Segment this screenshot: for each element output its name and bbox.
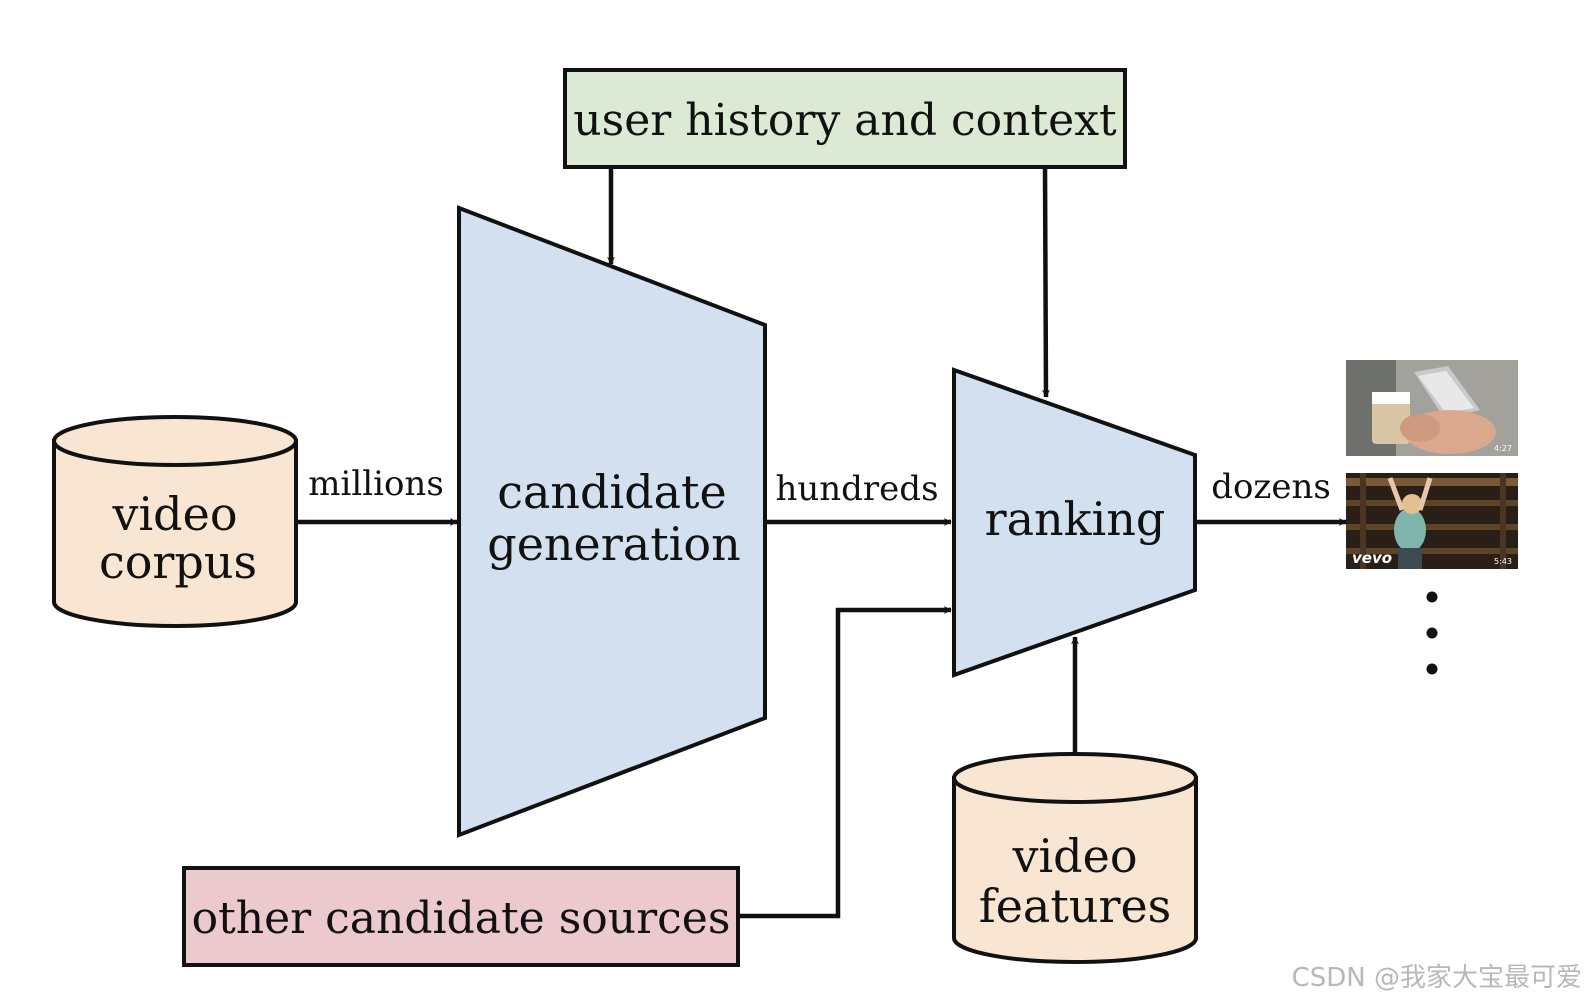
edge-label-millions: millions bbox=[308, 464, 444, 504]
video-features-database: video features bbox=[952, 752, 1198, 964]
video-corpus-label-line1: video bbox=[111, 487, 237, 541]
ranking-label: ranking bbox=[985, 492, 1166, 546]
video-corpus-database: video corpus bbox=[52, 415, 298, 628]
ranking-node: ranking bbox=[952, 367, 1197, 678]
user-history-label: user history and context bbox=[573, 95, 1117, 146]
other-candidate-sources-box: other candidate sources bbox=[182, 866, 740, 967]
edge-label-dozens: dozens bbox=[1211, 467, 1331, 507]
arrow-other-sources-to-ranking bbox=[738, 606, 952, 919]
vevo-logo: vevo bbox=[1352, 549, 1392, 567]
user-history-box: user history and context bbox=[563, 68, 1127, 169]
video-features-label-line1: video bbox=[1011, 829, 1137, 883]
music-video-thumbnail: vevo 5:43 bbox=[1346, 473, 1518, 569]
video-corpus-label-line2: corpus bbox=[99, 535, 257, 589]
edge-label-hundreds: hundreds bbox=[775, 469, 938, 509]
music-video-duration: 5:43 bbox=[1494, 557, 1512, 566]
candidate-generation-label-line2: generation bbox=[487, 517, 740, 571]
other-candidate-sources-label: other candidate sources bbox=[192, 893, 731, 944]
video-features-label-line2: features bbox=[979, 879, 1172, 933]
arrow-history-to-ranking bbox=[1041, 166, 1050, 398]
phone-video-thumbnail: 4:27 bbox=[1346, 360, 1518, 456]
more-results-ellipsis bbox=[1426, 591, 1438, 675]
watermark-text: CSDN @我家大宝最可爱 bbox=[1292, 963, 1582, 993]
phone-video-duration: 4:27 bbox=[1494, 444, 1512, 453]
candidate-generation-label-line1: candidate bbox=[497, 465, 727, 519]
candidate-generation-node: candidate generation bbox=[457, 205, 767, 838]
